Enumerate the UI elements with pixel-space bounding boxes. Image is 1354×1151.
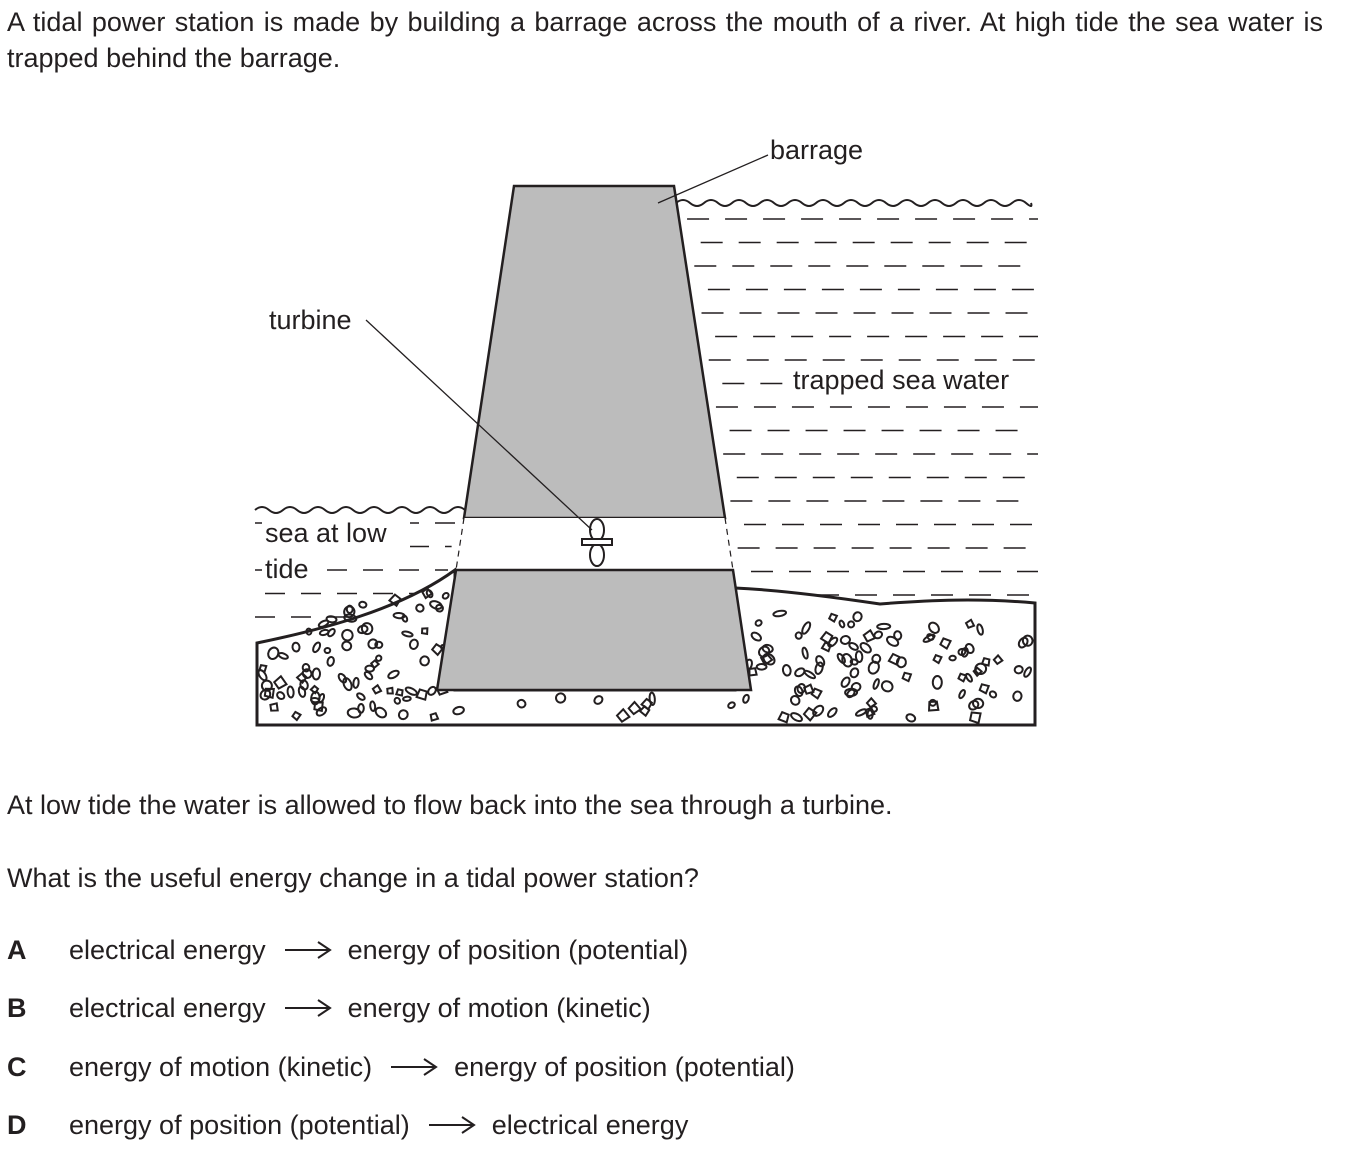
sea-at-low-tide-label-line2: tide: [265, 554, 309, 584]
option-to: energy of position (potential): [347, 935, 689, 965]
trapped-water-dashes: [687, 218, 1038, 596]
option-letter: D: [7, 1110, 27, 1140]
seabed-pebbles: [257, 587, 1034, 725]
option-from: electrical energy: [69, 935, 266, 965]
low-tide-surface: [254, 506, 466, 514]
option-from: energy of position (potential): [69, 1110, 410, 1140]
option-d[interactable]: D energy of position (potential) electri…: [7, 1105, 1307, 1145]
option-letter: B: [7, 993, 27, 1023]
barrage-label: barrage: [770, 135, 863, 165]
high-tide-surface: [675, 199, 1033, 207]
intro-text: A tidal power station is made by buildin…: [7, 7, 1323, 73]
barrage-leader: [657, 154, 769, 204]
question-prompt: What is the useful energy change in a ti…: [7, 863, 699, 893]
barrage-upper: [462, 184, 727, 520]
barrage-lower: [435, 568, 753, 692]
option-from: electrical energy: [69, 993, 266, 1023]
right-arrow-icon: [284, 941, 332, 959]
option-to: electrical energy: [491, 1110, 689, 1140]
option-c[interactable]: C energy of motion (kinetic) energy of p…: [7, 1047, 1307, 1087]
turbine-leader: [365, 319, 593, 531]
trapped-sea-water-label: trapped sea water: [793, 365, 1009, 395]
option-letter: A: [7, 935, 27, 965]
right-arrow-icon: [284, 999, 332, 1017]
option-from: energy of motion (kinetic): [69, 1052, 373, 1082]
turbine-icon: [581, 518, 613, 567]
right-arrow-icon: [391, 1058, 438, 1076]
sea-at-low-tide-label: sea at low: [265, 518, 387, 548]
option-a[interactable]: A electrical energy energy of position (…: [7, 930, 1307, 970]
turbine-label: turbine: [269, 305, 352, 335]
option-letter: C: [7, 1052, 27, 1082]
option-to: energy of motion (kinetic): [347, 993, 651, 1023]
option-b[interactable]: B electrical energy energy of motion (ki…: [7, 988, 1307, 1028]
right-arrow-icon: [428, 1116, 476, 1134]
option-to: energy of position (potential): [454, 1052, 795, 1082]
tidal-barrage-diagram: barrage turbine trapped sea water sea at…: [254, 135, 1040, 727]
low-tide-text: At low tide the water is allowed to flow…: [7, 790, 893, 820]
